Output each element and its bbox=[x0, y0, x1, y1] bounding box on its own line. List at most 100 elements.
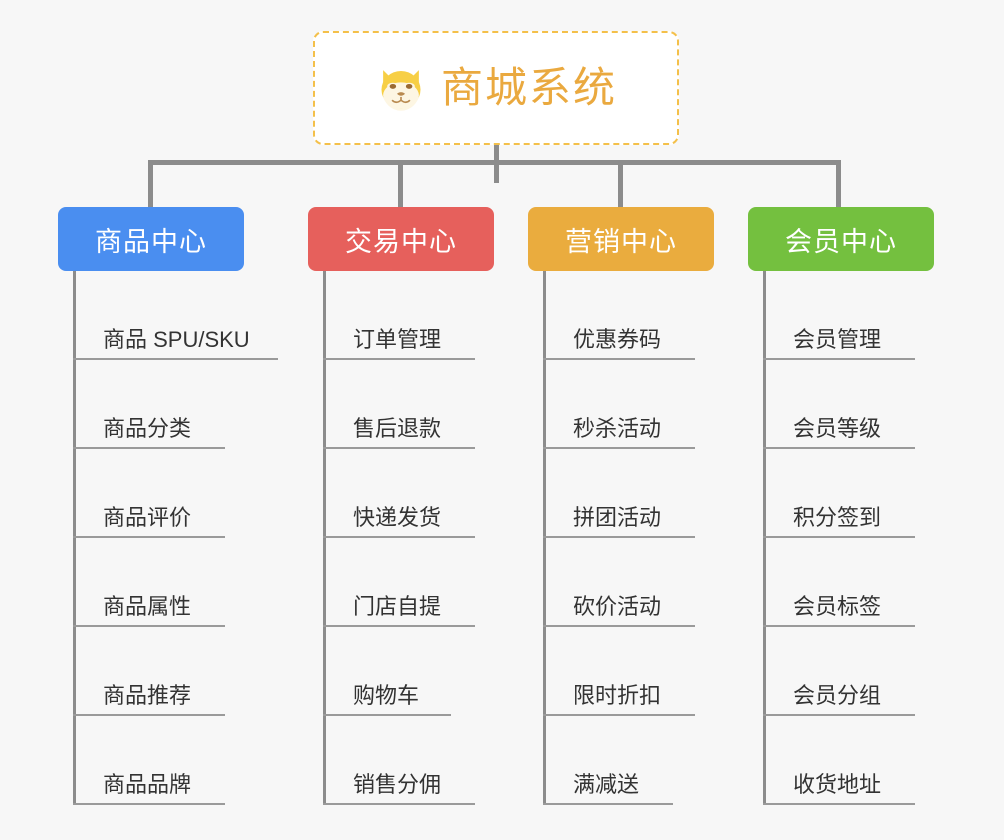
leaf-item[interactable]: 优惠券码 bbox=[543, 271, 714, 360]
branch-header-label: 交易中心 bbox=[345, 226, 457, 257]
leaf-item-underline bbox=[73, 714, 225, 716]
leaf-item-underline bbox=[763, 358, 915, 360]
connector-drop-trade-center bbox=[398, 160, 403, 207]
leaf-item-underline bbox=[763, 625, 915, 627]
leaf-item[interactable]: 门店自提 bbox=[323, 538, 494, 627]
branch-column-marketing-center: 营销中心 优惠券码秒杀活动拼团活动砍价活动限时折扣满减送 bbox=[528, 207, 714, 805]
branch-header-member-center[interactable]: 会员中心 bbox=[748, 207, 934, 271]
leaf-item[interactable]: 会员分组 bbox=[763, 627, 934, 716]
leaf-item-underline bbox=[763, 536, 915, 538]
leaf-item[interactable]: 会员等级 bbox=[763, 360, 934, 449]
leaf-item[interactable]: 销售分佣 bbox=[323, 716, 494, 805]
leaf-item-label: 会员标签 bbox=[793, 594, 882, 619]
leaf-item-label: 限时折扣 bbox=[573, 683, 662, 708]
leaf-item[interactable]: 砍价活动 bbox=[543, 538, 714, 627]
leaf-item-underline bbox=[543, 714, 695, 716]
connector-drop-marketing-center bbox=[618, 160, 623, 207]
leaf-item-label: 商品 SPU/SKU bbox=[103, 327, 250, 352]
branch-spine bbox=[73, 271, 76, 805]
leaf-item-underline bbox=[323, 358, 475, 360]
leaf-item-label: 商品评价 bbox=[103, 505, 192, 530]
leaf-item-label: 会员分组 bbox=[793, 683, 882, 708]
leaf-item-label: 商品推荐 bbox=[103, 683, 192, 708]
leaf-item-label: 积分签到 bbox=[793, 505, 882, 530]
leaf-item-underline bbox=[543, 625, 695, 627]
leaf-item-underline bbox=[73, 803, 225, 805]
leaf-item-label: 销售分佣 bbox=[353, 772, 442, 797]
leaf-item-underline bbox=[763, 714, 915, 716]
leaf-item-label: 订单管理 bbox=[353, 327, 442, 352]
leaf-item-label: 售后退款 bbox=[353, 416, 442, 441]
leaf-item[interactable]: 积分签到 bbox=[763, 449, 934, 538]
root-node-shop-system[interactable]: 商城系统 bbox=[313, 31, 679, 145]
branch-column-product-center: 商品中心 商品 SPU/SKU 商品分类商品评价商品属性商品推荐商品品牌 bbox=[58, 207, 278, 805]
leaf-item[interactable]: 商品评价 bbox=[73, 449, 244, 538]
leaf-item-label: 快递发货 bbox=[353, 505, 442, 530]
connector-horizontal-bus bbox=[150, 160, 838, 165]
leaf-item-underline bbox=[323, 714, 451, 716]
connector-drop-member-center bbox=[836, 160, 841, 207]
branch-spine bbox=[763, 271, 766, 805]
leaf-item[interactable]: 快递发货 bbox=[323, 449, 494, 538]
leaf-item-underline bbox=[73, 536, 225, 538]
leaf-item[interactable]: 收货地址 bbox=[763, 716, 934, 805]
leaf-item-underline bbox=[543, 536, 695, 538]
leaf-item[interactable]: 商品推荐 bbox=[73, 627, 244, 716]
leaf-item-label: 商品属性 bbox=[103, 594, 192, 619]
leaf-item[interactable]: 满减送 bbox=[543, 716, 714, 805]
leaf-item[interactable]: 商品 SPU/SKU bbox=[73, 271, 278, 360]
leaf-item[interactable]: 会员标签 bbox=[763, 538, 934, 627]
branch-spine bbox=[323, 271, 326, 805]
leaf-list: 订单管理售后退款快递发货门店自提购物车销售分佣 bbox=[323, 271, 494, 805]
leaf-item[interactable]: 购物车 bbox=[323, 627, 494, 716]
branch-column-member-center: 会员中心 会员管理会员等级积分签到会员标签会员分组收货地址 bbox=[748, 207, 934, 805]
leaf-item-label: 会员管理 bbox=[793, 327, 882, 352]
leaf-item-label: 砍价活动 bbox=[573, 594, 662, 619]
leaf-item-label: 会员等级 bbox=[793, 416, 882, 441]
leaf-item[interactable]: 商品品牌 bbox=[73, 716, 244, 805]
leaf-list: 会员管理会员等级积分签到会员标签会员分组收货地址 bbox=[763, 271, 934, 805]
leaf-item-label: 门店自提 bbox=[353, 594, 442, 619]
leaf-item-underline bbox=[73, 625, 225, 627]
leaf-item-label: 收货地址 bbox=[793, 772, 882, 797]
leaf-item-underline bbox=[543, 803, 673, 805]
leaf-item-underline bbox=[323, 536, 475, 538]
leaf-item[interactable]: 秒杀活动 bbox=[543, 360, 714, 449]
leaf-item-label: 拼团活动 bbox=[573, 505, 662, 530]
leaf-item[interactable]: 商品属性 bbox=[73, 538, 244, 627]
branch-header-marketing-center[interactable]: 营销中心 bbox=[528, 207, 714, 271]
connector-drop-product-center bbox=[148, 160, 153, 207]
leaf-item-label: 秒杀活动 bbox=[573, 416, 662, 441]
shiba-dog-icon bbox=[381, 70, 421, 111]
leaf-item-label: 商品品牌 bbox=[103, 772, 192, 797]
leaf-item-label: 满减送 bbox=[573, 772, 640, 797]
branch-header-product-center[interactable]: 商品中心 bbox=[58, 207, 244, 271]
branch-column-trade-center: 交易中心 订单管理售后退款快递发货门店自提购物车销售分佣 bbox=[308, 207, 494, 805]
branch-spine bbox=[543, 271, 546, 805]
leaf-item-label: 商品分类 bbox=[103, 416, 192, 441]
leaf-item-underline bbox=[323, 803, 475, 805]
leaf-item[interactable]: 订单管理 bbox=[323, 271, 494, 360]
leaf-list: 优惠券码秒杀活动拼团活动砍价活动限时折扣满减送 bbox=[543, 271, 714, 805]
branch-header-label: 会员中心 bbox=[785, 226, 897, 257]
leaf-item[interactable]: 限时折扣 bbox=[543, 627, 714, 716]
leaf-item[interactable]: 商品分类 bbox=[73, 360, 244, 449]
leaf-item-underline bbox=[543, 447, 695, 449]
leaf-item-label: 优惠券码 bbox=[573, 327, 662, 352]
branch-header-label: 营销中心 bbox=[565, 226, 677, 257]
leaf-item-label: 购物车 bbox=[353, 683, 420, 708]
leaf-item-underline bbox=[543, 358, 695, 360]
leaf-item-underline bbox=[763, 803, 915, 805]
leaf-item[interactable]: 拼团活动 bbox=[543, 449, 714, 538]
branch-header-trade-center[interactable]: 交易中心 bbox=[308, 207, 494, 271]
leaf-item-underline bbox=[323, 447, 475, 449]
leaf-list: 商品 SPU/SKU 商品分类商品评价商品属性商品推荐商品品牌 bbox=[73, 271, 278, 805]
leaf-item[interactable]: 会员管理 bbox=[763, 271, 934, 360]
root-title: 商城系统 bbox=[440, 64, 617, 111]
leaf-item-underline bbox=[73, 447, 225, 449]
leaf-item-underline bbox=[763, 447, 915, 449]
leaf-item[interactable]: 售后退款 bbox=[323, 360, 494, 449]
leaf-item-underline bbox=[73, 358, 278, 360]
branch-header-label: 商品中心 bbox=[95, 226, 207, 257]
